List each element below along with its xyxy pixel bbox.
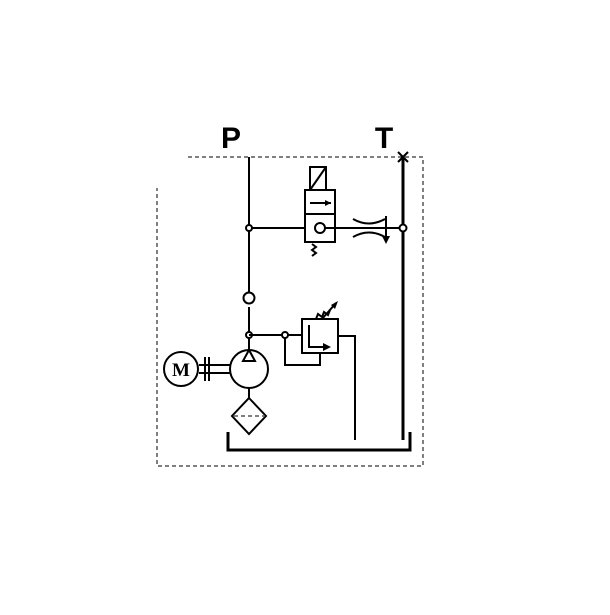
- suction-filter: [230, 396, 268, 436]
- check-valve: [242, 291, 256, 305]
- port-p-label: P: [221, 122, 241, 155]
- tank-reservoir: [226, 432, 412, 452]
- adjustable-throttle: [352, 216, 390, 244]
- motor-label: M: [172, 360, 190, 381]
- electric-motor: M: [163, 351, 199, 387]
- valve-outlet-line: [335, 223, 408, 233]
- port-t-label: T: [375, 122, 393, 155]
- pump-outlet-branch: [245, 331, 321, 366]
- motor-coupling: [199, 357, 230, 381]
- directional-valve: [304, 166, 336, 257]
- valve-supply-branch: [245, 224, 305, 232]
- unit-boundary: [156, 156, 424, 467]
- relief-valve: [301, 301, 356, 440]
- hydraulic-pump: [229, 347, 269, 398]
